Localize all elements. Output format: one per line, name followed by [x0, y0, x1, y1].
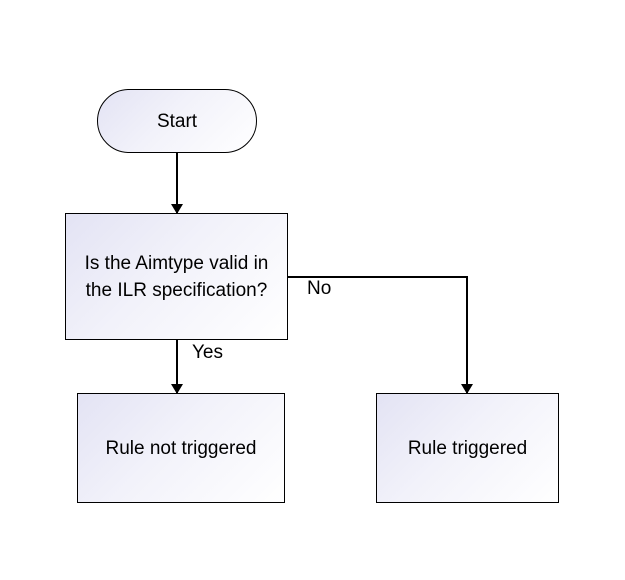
start-terminal: Start	[97, 89, 257, 153]
decision-question: Is the Aimtype valid in the ILR specific…	[85, 250, 269, 304]
outcome-rule-not-triggered-label: Rule not triggered	[105, 437, 257, 459]
decision-box: Is the Aimtype valid in the ILR specific…	[65, 213, 288, 340]
edge-label-no: No	[307, 278, 332, 299]
decision-line-1: Is the Aimtype valid in	[84, 252, 269, 274]
decision-line-2: the ILR specification?	[85, 279, 268, 301]
edge-label-yes: Yes	[192, 342, 223, 363]
outcome-rule-not-triggered: Rule not triggered	[77, 393, 285, 503]
arrow-decision-to-triggered	[288, 276, 473, 394]
outcome-rule-triggered-label: Rule triggered	[407, 437, 528, 459]
outcome-rule-triggered: Rule triggered	[376, 393, 559, 503]
start-label: Start	[156, 110, 198, 132]
